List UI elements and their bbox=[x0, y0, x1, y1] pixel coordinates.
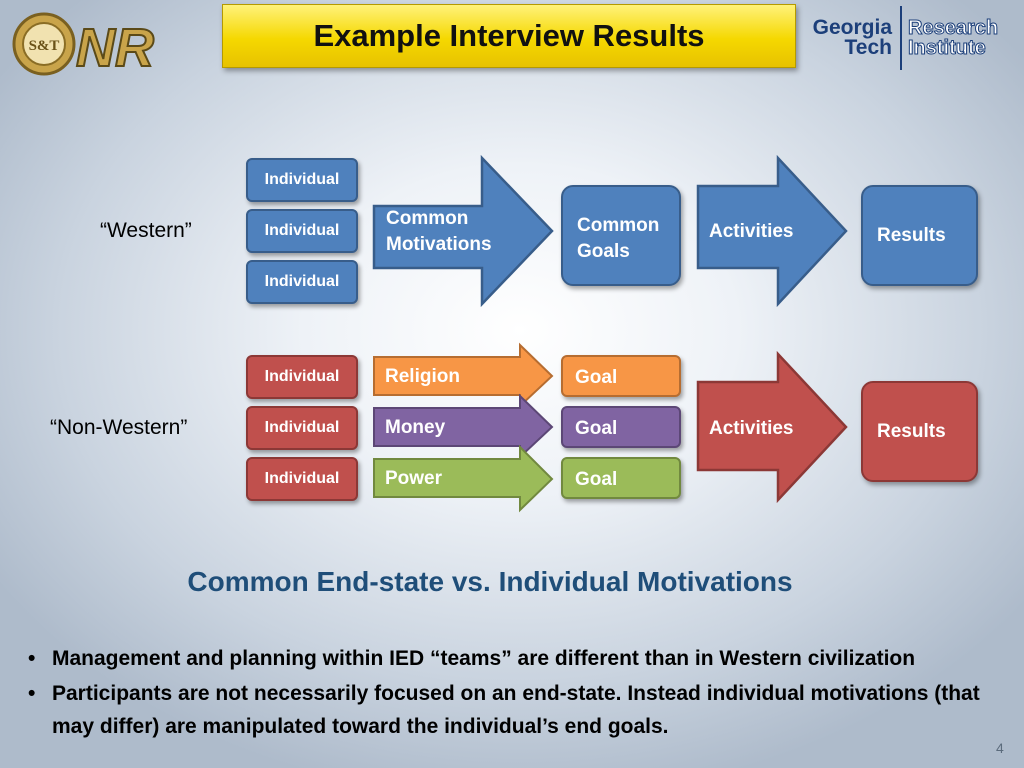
power-goal-box: Goal bbox=[561, 457, 681, 499]
non-western-activities-label: Activities bbox=[709, 418, 794, 439]
western-activities-arrow bbox=[696, 154, 848, 308]
section-subtitle: Common End-state vs. Individual Motivati… bbox=[187, 566, 793, 597]
non-western-results-box: Results bbox=[861, 381, 978, 482]
common-motivations-label: Common Motivations bbox=[386, 208, 492, 255]
gtri-logo: Georgia Tech Research Institute bbox=[796, 0, 1022, 76]
power-arrow bbox=[373, 444, 554, 513]
non-western-individual-box: Individual bbox=[246, 406, 358, 450]
bullet-dot: • bbox=[28, 647, 36, 670]
religion-goal-box: Goal bbox=[561, 355, 681, 397]
onr-logo: S&T NR bbox=[12, 12, 155, 79]
western-label: “Western” bbox=[100, 219, 192, 242]
slide-title: Example Interview Results bbox=[222, 4, 796, 68]
money-goal-box: Goal bbox=[561, 406, 681, 448]
western-activities-label: Activities bbox=[709, 221, 794, 242]
power-label: Power bbox=[385, 468, 443, 489]
page-number: 4 bbox=[996, 740, 1004, 756]
bullet-list: • Management and planning within IED “te… bbox=[28, 642, 998, 743]
bullet-item: • Participants are not necessarily focus… bbox=[28, 677, 998, 743]
onr-seal-text: S&T bbox=[29, 38, 60, 54]
money-label: Money bbox=[385, 417, 446, 438]
gtri-logo-georgia: Georgia bbox=[812, 16, 892, 39]
bullet-text: Management and planning within IED “team… bbox=[52, 647, 916, 670]
bullet-text: Participants are not necessarily focused… bbox=[52, 682, 980, 738]
money-arrow bbox=[373, 393, 554, 460]
western-individual-box: Individual bbox=[246, 260, 358, 304]
common-goals-box: Common Goals bbox=[561, 185, 681, 286]
gtri-logo-research: Research bbox=[907, 17, 999, 39]
religion-label: Religion bbox=[385, 366, 460, 387]
non-western-individual-box: Individual bbox=[246, 355, 358, 399]
bullet-item: • Management and planning within IED “te… bbox=[28, 642, 998, 675]
religion-arrow bbox=[373, 342, 554, 409]
gtri-logo-tech: Tech bbox=[844, 36, 892, 59]
gtri-logo-institute: Institute bbox=[907, 37, 986, 59]
western-individual-box: Individual bbox=[246, 209, 358, 253]
western-individual-box: Individual bbox=[246, 158, 358, 202]
western-results-box: Results bbox=[861, 185, 978, 286]
onr-logo-text: NR bbox=[76, 18, 154, 78]
non-western-activities-arrow bbox=[696, 350, 848, 504]
bullet-dot: • bbox=[28, 682, 36, 705]
non-western-label: “Non-Western” bbox=[50, 416, 188, 439]
non-western-individual-box: Individual bbox=[246, 457, 358, 501]
common-motivations-arrow bbox=[372, 154, 554, 308]
